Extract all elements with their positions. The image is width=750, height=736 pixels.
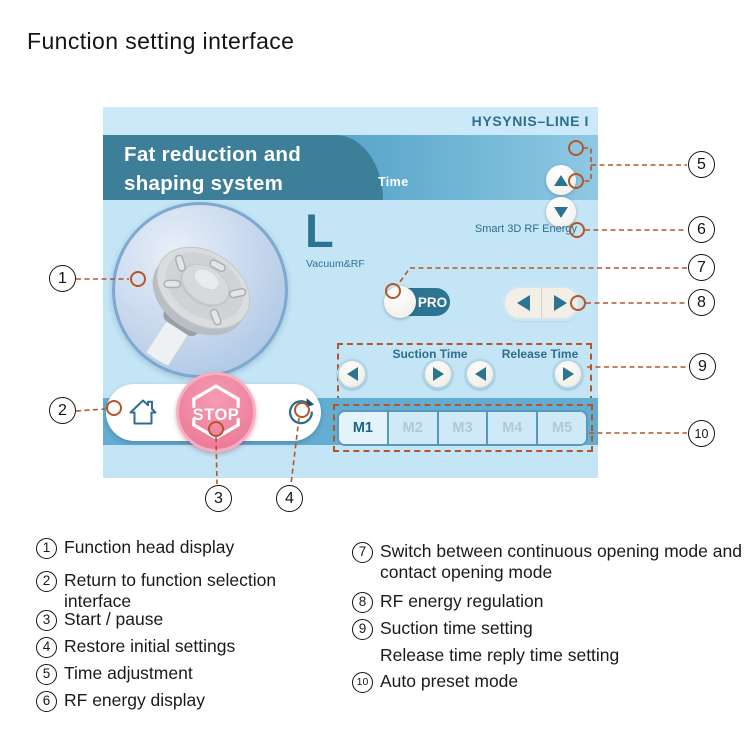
- right-arrow-icon: [432, 367, 444, 381]
- toggle-knob-icon: [384, 286, 416, 318]
- legend-number: 1: [36, 538, 57, 559]
- suction-time-label: Suction Time: [392, 347, 468, 361]
- home-button[interactable]: [125, 394, 161, 430]
- legend-text: Switch between continuous opening mode a…: [380, 541, 742, 582]
- banner-title-line2: shaping system: [124, 172, 284, 196]
- legend-number: 7: [352, 542, 373, 563]
- legend-text: Restore initial settings: [64, 636, 236, 656]
- device-head-image: [135, 246, 251, 372]
- callout-number-8: 8: [688, 289, 715, 316]
- legend-item-9: 9 Suction time setting: [352, 618, 744, 640]
- banner-title-line1: Fat reduction and: [124, 143, 302, 166]
- legend-text: Release time reply time setting: [380, 645, 620, 665]
- legend-number: 9: [352, 619, 373, 640]
- callout-number-1: 1: [49, 265, 76, 292]
- legend-number: 3: [36, 610, 57, 631]
- release-time-increase-button[interactable]: [553, 359, 583, 389]
- legend-item-9b: Release time reply time setting: [352, 645, 750, 666]
- legend-item-3: 3 Start / pause: [36, 609, 348, 631]
- callout-number-3: 3: [205, 485, 232, 512]
- legend-item-1: 1 Function head display: [36, 537, 348, 559]
- legend-text: Start / pause: [64, 609, 164, 629]
- legend-number: 8: [352, 592, 373, 613]
- rf-increase-button[interactable]: [542, 288, 578, 318]
- banner-title: Fat reduction and shaping system: [124, 140, 301, 198]
- rf-energy-display: Smart 3D RF Energy: [474, 223, 577, 235]
- legend-number: 4: [36, 637, 57, 658]
- legend-number: 6: [36, 691, 57, 712]
- legend-item-6: 6 RF energy display: [36, 690, 348, 712]
- callout-number-2: 2: [49, 397, 76, 424]
- time-label: Time: [378, 175, 409, 189]
- release-time-label: Release Time: [501, 347, 579, 361]
- left-arrow-icon: [474, 367, 486, 381]
- reset-icon: [288, 398, 315, 425]
- banner-dark-shape: [103, 135, 383, 200]
- legend-text: Suction time setting: [380, 618, 533, 638]
- rf-decrease-button[interactable]: [505, 288, 542, 318]
- legend-number: 5: [36, 664, 57, 685]
- head-mode-label: Vacuum&RF: [306, 258, 365, 270]
- pro-mode-toggle[interactable]: PRO: [384, 286, 450, 318]
- left-arrow-icon: [516, 295, 530, 311]
- suction-time-increase-button[interactable]: [423, 359, 453, 389]
- legend-text: Time adjustment: [64, 663, 193, 683]
- callout-number-5: 5: [688, 151, 715, 178]
- stop-button[interactable]: STOP: [176, 372, 256, 452]
- time-up-button[interactable]: [546, 165, 576, 195]
- legend-item-2: 2 Return to function selection interface: [36, 570, 348, 612]
- legend-number: 10: [352, 672, 373, 693]
- stop-label: STOP: [192, 406, 240, 424]
- legend-text: RF energy regulation: [380, 591, 544, 611]
- callout-number-10: 10: [688, 420, 715, 447]
- preset-callout-box: [333, 404, 593, 452]
- preset-m4-button[interactable]: M4: [486, 412, 537, 444]
- legend-item-4: 4 Restore initial settings: [36, 636, 348, 658]
- callout-number-6: 6: [688, 216, 715, 243]
- rf-energy-control: [505, 288, 578, 318]
- preset-m2-button[interactable]: M2: [386, 412, 437, 444]
- callout-number-7: 7: [688, 254, 715, 281]
- left-arrow-icon: [346, 367, 358, 381]
- down-arrow-icon: [554, 206, 568, 218]
- device-screen: HYSYNIS–LINE I Fat reduction and shaping…: [103, 107, 598, 478]
- right-arrow-icon: [562, 367, 574, 381]
- legend-text: Return to function selection interface: [64, 570, 277, 611]
- right-arrow-icon: [553, 295, 567, 311]
- page-title: Function setting interface: [27, 28, 295, 54]
- up-arrow-icon: [554, 174, 568, 186]
- legend-item-7: 7 Switch between continuous opening mode…: [352, 541, 744, 583]
- head-size-indicator: L: [305, 204, 334, 257]
- legend-number: 2: [36, 571, 57, 592]
- suction-time-decrease-button[interactable]: [337, 359, 367, 389]
- brand-label: HYSYNIS–LINE I: [471, 113, 589, 129]
- callout-number-4: 4: [276, 485, 303, 512]
- legend-item-10: 10 Auto preset mode: [352, 671, 744, 693]
- function-head-display: [112, 202, 288, 378]
- home-icon: [129, 399, 157, 425]
- legend-item-8: 8 RF energy regulation: [352, 591, 744, 613]
- status-bar: HYSYNIS–LINE I: [103, 107, 598, 135]
- preset-m3-button[interactable]: M3: [436, 412, 487, 444]
- preset-m5-button[interactable]: M5: [536, 412, 586, 444]
- legend-text: Function head display: [64, 537, 235, 557]
- legend-text: Auto preset mode: [380, 671, 519, 691]
- preset-row: M1 M2 M3 M4 M5: [337, 410, 588, 446]
- release-time-decrease-button[interactable]: [465, 359, 495, 389]
- reset-button[interactable]: [283, 395, 317, 429]
- callout-number-9: 9: [689, 353, 716, 380]
- preset-m1-button[interactable]: M1: [339, 412, 387, 444]
- legend-item-5: 5 Time adjustment: [36, 663, 348, 685]
- legend-text: RF energy display: [64, 690, 206, 710]
- banner: Fat reduction and shaping system Time: [103, 135, 598, 227]
- pro-label: PRO: [417, 294, 448, 310]
